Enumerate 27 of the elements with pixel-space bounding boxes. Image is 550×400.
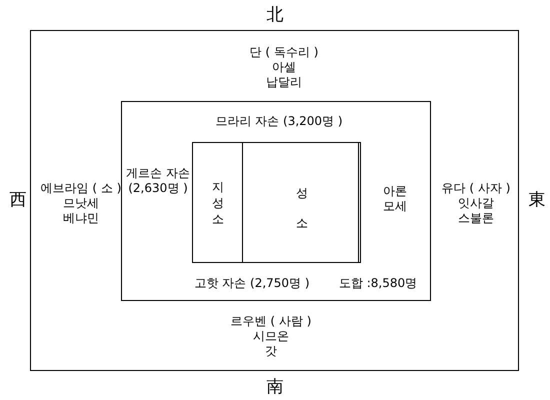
clan-label: 게르손 자손 (2,630명 ) [125,166,191,196]
compass-direction: 東 [528,190,546,210]
tribe-name: 단 ( 독수리 ) [248,45,320,60]
tribe-name: 갓 [264,344,278,359]
compass-direction: 西 [8,190,28,210]
person-name: 아론 [382,184,408,199]
person-name: 모세 [382,199,408,214]
tribe-name: 시므온 [252,329,290,344]
tribe-name: 잇사갈 [457,196,495,211]
compass-direction: 南 [266,377,284,397]
inner-camp-border [121,101,431,301]
clan-label: 고핫 자손 (2,750명 ) [193,276,311,291]
tribe-name: 르우벤 ( 사람 ) [230,314,312,329]
tribe-name: 스불론 [457,211,495,226]
total-label: 도합 :8,580명 [338,276,418,291]
tribe-name: 에브라임 ( 소 ) [40,181,122,196]
tribe-name: 베냐민 [62,211,100,226]
room-label: 성소 [295,185,309,232]
camp-border [30,30,519,371]
tribe-name: 므낫세 [62,196,100,211]
tribe-name: 유다 ( 사자 ) [440,181,512,196]
clan-label: 므라리 자손 (3,200명 ) [214,114,344,129]
compass-direction: 北 [266,5,284,25]
tribe-name: 아셀 [271,60,297,75]
tabernacle-box [192,142,361,263]
room-label: 지성소 [211,179,225,227]
tribe-name: 납달리 [265,75,303,90]
